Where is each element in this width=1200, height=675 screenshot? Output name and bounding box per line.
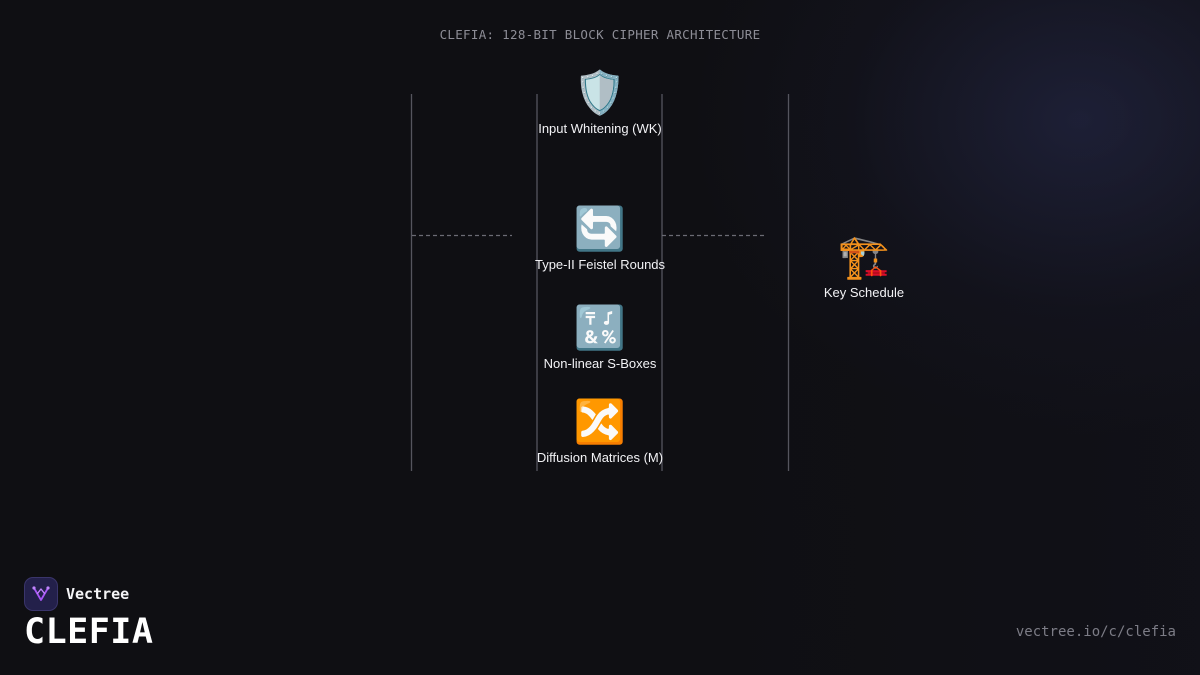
- brand-name: Vectree: [66, 585, 130, 603]
- shield-icon: 🛡️: [573, 68, 627, 117]
- node-label: Diffusion Matrices (M): [536, 450, 664, 465]
- brand: Vectree: [24, 577, 129, 611]
- node-label: Input Whitening (WK): [538, 121, 662, 136]
- node-label: Key Schedule: [823, 285, 905, 300]
- vectree-logo-icon: [24, 577, 58, 611]
- construction-crane-icon: 🏗️: [837, 232, 891, 281]
- node-feistel-rounds: 🔄 Type-II Feistel Rounds: [490, 204, 710, 272]
- node-label: Type-II Feistel Rounds: [534, 257, 666, 272]
- node-input-whitening: 🛡️ Input Whitening (WK): [490, 68, 710, 136]
- diagram-title: CLEFIA: 128-BIT BLOCK CIPHER ARCHITECTUR…: [439, 27, 761, 42]
- node-diffusion-matrices: 🔀 Diffusion Matrices (M): [490, 397, 710, 465]
- node-label: Non-linear S-Boxes: [543, 356, 657, 371]
- rotate-arrows-icon: 🔄: [573, 204, 627, 253]
- product-name: CLEFIA: [24, 612, 154, 652]
- footer-url[interactable]: vectree.io/c/clefia: [1015, 624, 1176, 640]
- node-s-boxes: 🔣 Non-linear S-Boxes: [490, 303, 710, 371]
- shuffle-icon: 🔀: [573, 397, 627, 446]
- node-key-schedule: 🏗️ Key Schedule: [754, 232, 974, 300]
- symbols-icon: 🔣: [573, 303, 627, 352]
